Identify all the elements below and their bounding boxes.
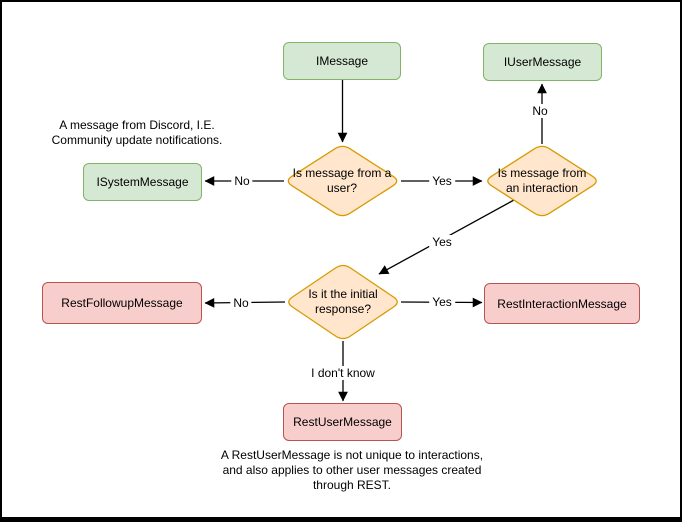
- edge-label-no-from-user: No: [231, 174, 253, 188]
- edge-label-yes-initial: Yes: [429, 295, 455, 309]
- edge-label-no-from-interaction: No: [529, 104, 551, 118]
- decision-from-interaction-label: Is message from an interaction: [497, 166, 587, 195]
- decision-from-user-label: Is message from a user?: [292, 166, 392, 195]
- edge-label-yes-from-interaction: Yes: [429, 235, 455, 249]
- note-restusermessage: A RestUserMessage is not unique to inter…: [202, 448, 502, 493]
- node-iusermessage: IUserMessage: [483, 43, 602, 81]
- edge-label-i-dont-know: I don't know: [308, 366, 378, 380]
- decision-initial-response-label: Is it the initial response?: [308, 287, 378, 316]
- node-restinteractionmessage: RestInteractionMessage: [484, 283, 640, 324]
- node-imessage: IMessage: [283, 42, 401, 80]
- note-line: through REST.: [312, 478, 392, 492]
- node-restfollowupmessage: RestFollowupMessage: [42, 282, 202, 324]
- note-line: and also applies to other user messages …: [222, 463, 482, 477]
- decision-from-interaction-shape: [487, 145, 597, 217]
- decision-from-user-shape: [287, 145, 398, 217]
- decision-initial-response-shape: [288, 264, 398, 340]
- node-restusermessage: RestUserMessage: [283, 403, 402, 441]
- note-system-message: A message from Discord, I.E. Community u…: [42, 118, 232, 148]
- edge-label-no-initial: No: [230, 296, 252, 310]
- node-isystemmessage: ISystemMessage: [83, 163, 202, 201]
- note-line: A RestUserMessage is not unique to inter…: [220, 448, 484, 462]
- note-line: A message from Discord, I.E.: [59, 118, 215, 132]
- note-line: Community update notifications.: [51, 133, 223, 147]
- edge-label-yes-from-user: Yes: [429, 174, 455, 188]
